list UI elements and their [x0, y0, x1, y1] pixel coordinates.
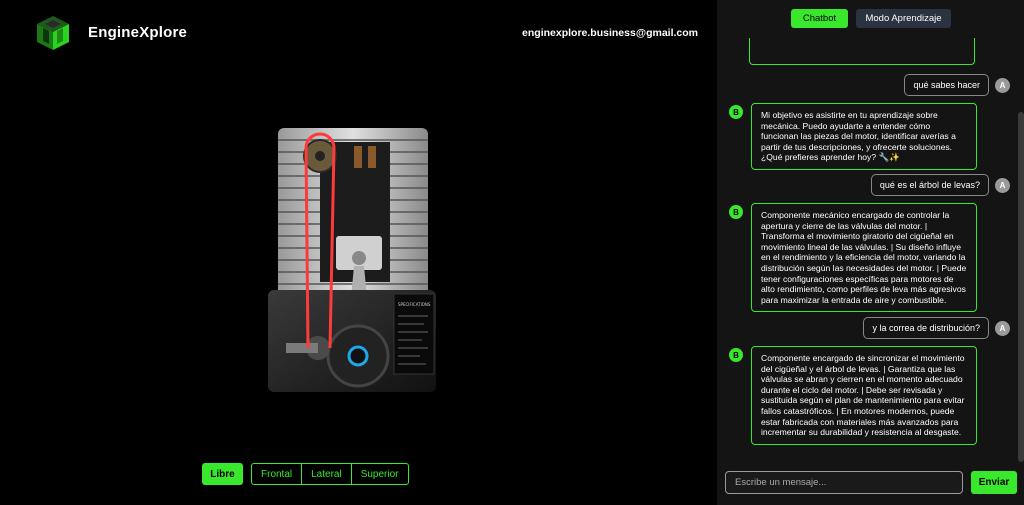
bot-message: B Mi objetivo es asistirte en tu aprendi…: [729, 103, 977, 170]
chat-scrollbar[interactable]: [1018, 112, 1024, 462]
bot-avatar: B: [729, 348, 743, 362]
engine-3d-model[interactable]: SPECIFICATIONS: [262, 118, 442, 410]
bot-message: B Componente encargado de sincronizar el…: [729, 346, 977, 445]
user-message-text: y la correa de distribución?: [863, 317, 989, 339]
bot-avatar: B: [729, 205, 743, 219]
user-message: qué sabes hacer A: [904, 74, 1010, 96]
bot-message-text: Componente mecánico encargado de control…: [751, 203, 977, 313]
engine-viewer: EngineXplore enginexplore.business@gmail…: [37, 16, 698, 485]
specifications-plate: SPECIFICATIONS: [393, 293, 435, 375]
svg-text:SPECIFICATIONS: SPECIFICATIONS: [398, 302, 431, 307]
message-list: qué sabes hacer A B Mi objetivo es asist…: [717, 38, 1024, 462]
tab-learning-mode[interactable]: Modo Aprendizaje: [856, 9, 951, 28]
user-avatar: A: [995, 320, 1010, 336]
tab-chatbot[interactable]: Chatbot: [791, 9, 848, 28]
bot-avatar: B: [729, 105, 743, 119]
camera-view-group: Frontal Lateral Superior: [251, 463, 409, 485]
user-message-text: qué es el árbol de levas?: [870, 174, 989, 196]
bot-message-text: Componente encargado de sincronizar el m…: [751, 346, 977, 445]
bot-message: B Componente mecánico encargado de contr…: [729, 203, 977, 313]
user-avatar: A: [995, 177, 1010, 193]
view-controls: Libre Frontal Lateral Superior: [202, 463, 409, 485]
brand-name: EngineXplore: [88, 24, 188, 41]
user-message-text: qué sabes hacer: [904, 74, 989, 96]
free-view-button[interactable]: Libre: [202, 463, 243, 485]
bot-message-text: Mi objetivo es asistirte en tu aprendiza…: [751, 103, 977, 170]
lateral-view-button[interactable]: Lateral: [301, 464, 351, 484]
send-button[interactable]: Enviar: [971, 471, 1017, 494]
chat-panel: Chatbot Modo Aprendizaje qué sabes hacer…: [717, 0, 1024, 505]
contact-email: enginexplore.business@gmail.com: [522, 27, 698, 39]
user-message: y la correa de distribución? A: [863, 317, 1010, 339]
engine-cube-logo-icon: [37, 16, 69, 50]
superior-view-button[interactable]: Superior: [350, 464, 408, 484]
frontal-view-button[interactable]: Frontal: [252, 464, 301, 484]
chat-mode-tabs: Chatbot Modo Aprendizaje: [791, 9, 951, 28]
user-message: qué es el árbol de levas? A: [870, 174, 1010, 196]
message-composer: Enviar: [725, 471, 1017, 494]
message-input[interactable]: [725, 471, 963, 494]
previous-bot-message: [749, 38, 975, 65]
user-avatar: A: [995, 77, 1010, 93]
